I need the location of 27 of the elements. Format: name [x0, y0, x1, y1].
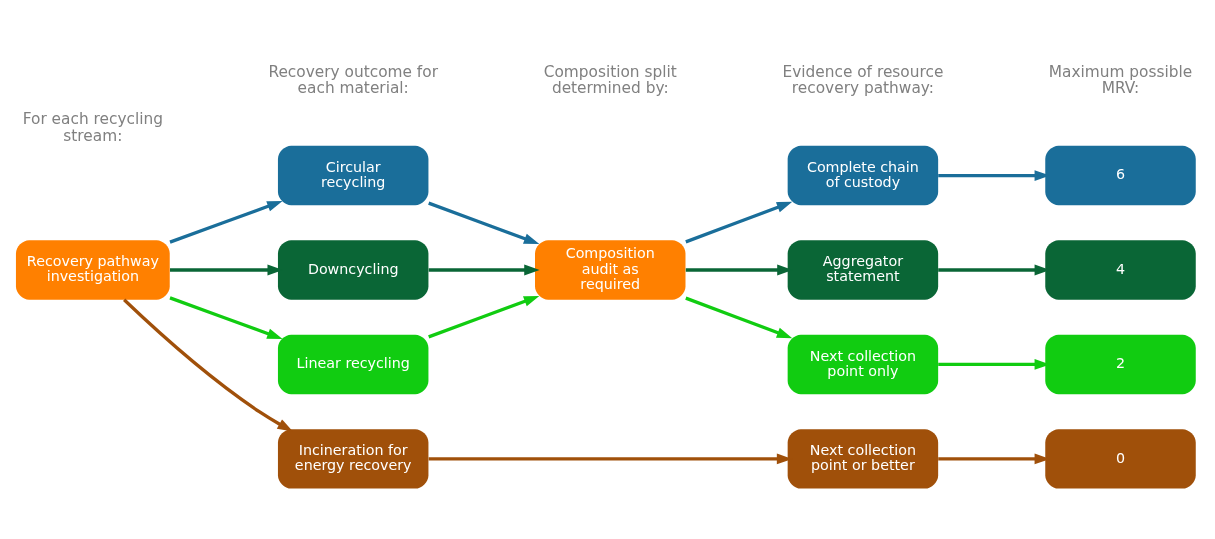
node-box: Incineration for energy recovery [277, 428, 429, 489]
label: Recovery outcome for each material: [268, 62, 438, 97]
arrow [685, 201, 793, 243]
node-box: Complete chain of custody [787, 145, 939, 205]
node-box: Linear recycling [277, 334, 429, 394]
arrow [685, 296, 793, 338]
node-box: 0 [1045, 428, 1196, 489]
arrow [169, 200, 283, 244]
node-box: 6 [1045, 145, 1196, 205]
node-box: 4 [1045, 239, 1196, 300]
node-box: 2 [1045, 334, 1196, 394]
arrow [169, 295, 283, 339]
node-box: Recovery pathway investigation [15, 239, 170, 300]
node-box: Composition audit as required [535, 239, 686, 300]
arrow [428, 201, 540, 244]
label: Evidence of resource recovery pathway: [782, 62, 944, 97]
arrow [428, 264, 540, 275]
node-box: Downcycling [277, 239, 429, 300]
label: Maximum possible MRV: [1048, 62, 1193, 97]
node-box: Next collection point only [787, 334, 939, 394]
node-box: Circular recycling [277, 145, 429, 205]
node-box: Next collection point or better [787, 428, 939, 489]
arrow [428, 295, 540, 338]
label: Composition split determined by: [543, 62, 677, 97]
node-box: Aggregator statement [787, 239, 939, 300]
label: For each recycling stream: [22, 109, 163, 145]
arrow [123, 298, 293, 432]
